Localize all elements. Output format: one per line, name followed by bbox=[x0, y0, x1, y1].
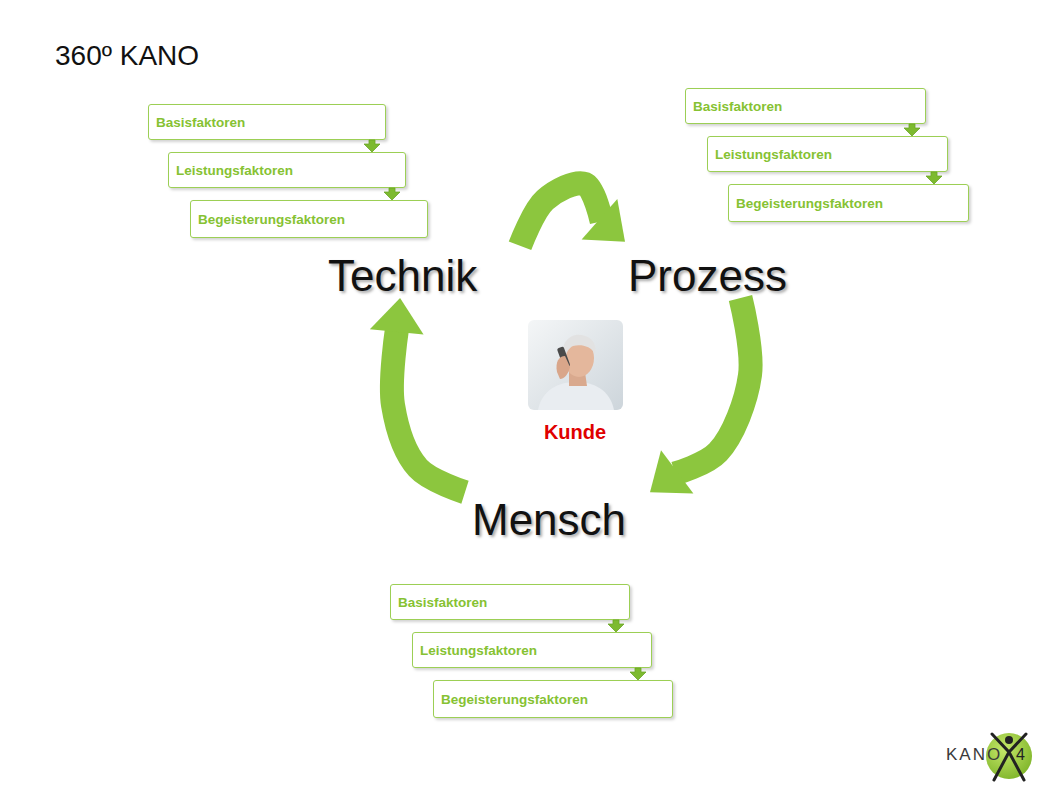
photo-hand bbox=[556, 356, 570, 379]
arrow-shaft bbox=[520, 183, 602, 246]
arrow-head bbox=[582, 199, 625, 242]
factor-box: Leistungsfaktoren bbox=[412, 632, 652, 668]
logo-text: KANO bbox=[946, 745, 1002, 765]
factor-box: Basisfaktoren bbox=[685, 88, 926, 124]
photo-shirt bbox=[538, 382, 614, 410]
factor-label: Leistungsfaktoren bbox=[715, 147, 832, 162]
customer-node: Kunde bbox=[524, 318, 626, 444]
factor-box: Leistungsfaktoren bbox=[707, 136, 948, 172]
step-arrow bbox=[608, 620, 624, 632]
cycle-arrow bbox=[370, 298, 465, 492]
factor-label: Basisfaktoren bbox=[398, 595, 487, 610]
step-arrow bbox=[926, 172, 942, 184]
diagram-title: 360º KANO bbox=[55, 40, 199, 72]
flow-arrow bbox=[926, 172, 942, 184]
logo-figure-head bbox=[1005, 736, 1013, 744]
step-arrow bbox=[904, 124, 920, 136]
factor-label: Begeisterungsfaktoren bbox=[441, 692, 588, 707]
step-arrow bbox=[364, 140, 380, 152]
dimension-node: Technik bbox=[325, 240, 520, 298]
photo-hair bbox=[563, 335, 596, 360]
arrow-head bbox=[370, 298, 424, 335]
dimension-heading: Technik bbox=[328, 254, 477, 298]
dimension-node: Mensch bbox=[465, 482, 650, 542]
factor-label: Basisfaktoren bbox=[693, 99, 782, 114]
factor-label: Leistungsfaktoren bbox=[176, 163, 293, 178]
arrow-head bbox=[650, 450, 693, 493]
factor-box: Begeisterungsfaktoren bbox=[728, 184, 969, 222]
flow-arrow bbox=[608, 620, 624, 632]
factor-box: Leistungsfaktoren bbox=[168, 152, 406, 188]
dimension-heading: Prozess bbox=[628, 254, 787, 298]
cycle-arrow bbox=[520, 183, 625, 246]
factor-box: Begeisterungsfaktoren bbox=[190, 200, 428, 238]
factor-label: Basisfaktoren bbox=[156, 115, 245, 130]
customer-label: Kunde bbox=[544, 420, 606, 444]
factor-box: Begeisterungsfaktoren bbox=[433, 680, 673, 718]
customer-photo bbox=[528, 320, 623, 410]
flow-arrow bbox=[364, 140, 380, 152]
photo-background bbox=[528, 320, 623, 410]
step-arrow bbox=[630, 668, 646, 680]
flow-arrow bbox=[384, 188, 400, 200]
dimension-node: Prozess bbox=[625, 240, 800, 298]
arrow-shaft bbox=[675, 298, 751, 474]
factor-box: Basisfaktoren bbox=[390, 584, 630, 620]
dimension-heading: Mensch bbox=[472, 498, 626, 542]
factor-box: Basisfaktoren bbox=[148, 104, 386, 140]
step-arrow bbox=[384, 188, 400, 200]
cycle-arrow bbox=[650, 298, 751, 493]
factor-label: Begeisterungsfaktoren bbox=[736, 196, 883, 211]
factor-label: Begeisterungsfaktoren bbox=[198, 212, 345, 227]
flow-arrow bbox=[904, 124, 920, 136]
factor-label: Leistungsfaktoren bbox=[420, 643, 537, 658]
arrow-shaft bbox=[392, 329, 465, 492]
logo-text: 4 bbox=[1016, 746, 1025, 764]
flow-arrow bbox=[630, 668, 646, 680]
